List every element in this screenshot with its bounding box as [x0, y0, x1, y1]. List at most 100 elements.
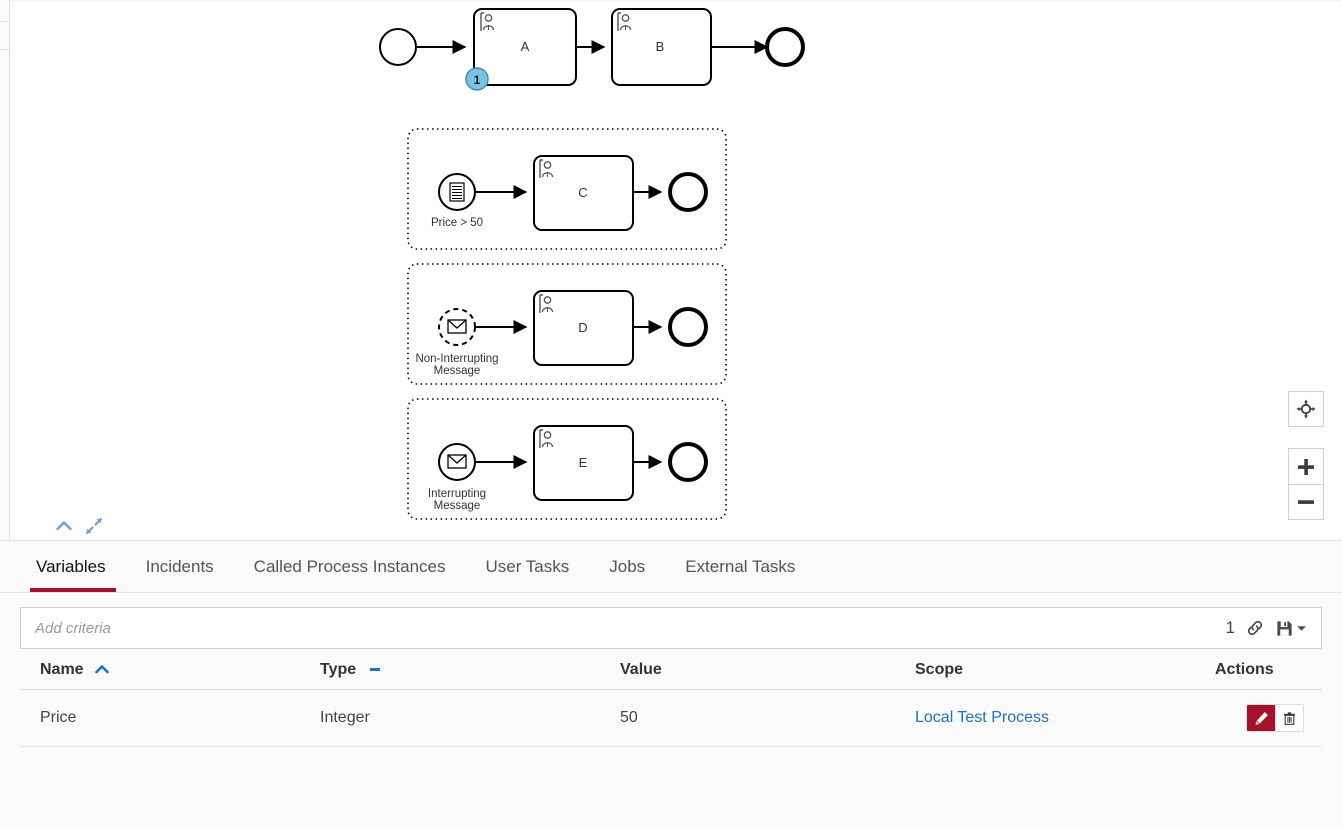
- column-header-actions: Actions: [1215, 661, 1322, 691]
- chain-link-icon: [1247, 620, 1263, 636]
- column-header-value[interactable]: Value: [620, 661, 915, 691]
- task-e-label: E: [579, 455, 588, 470]
- cell-variable-type: Integer: [320, 689, 620, 748]
- task-a-badge-count: 1: [474, 73, 481, 87]
- collapse-panel-button[interactable]: [50, 512, 78, 540]
- pencil-edit-icon: [1255, 711, 1268, 725]
- user-task-icon: [539, 159, 554, 178]
- tab-external-tasks-label: External Tasks: [685, 557, 796, 576]
- user-task-icon: [617, 12, 632, 31]
- scope-link[interactable]: Local Test Process: [915, 709, 1049, 727]
- tab-called-process-instances[interactable]: Called Process Instances: [234, 542, 466, 592]
- tab-user-tasks[interactable]: User Tasks: [466, 542, 590, 592]
- details-panel: Variables Incidents Called Process Insta…: [0, 540, 1342, 827]
- left-rail: [0, 0, 10, 540]
- message-envelope-icon: [447, 319, 467, 334]
- edit-variable-button[interactable]: [1247, 705, 1275, 732]
- copy-link-button[interactable]: [1245, 618, 1265, 638]
- message-start-event-e-label-line2: Message: [434, 500, 481, 512]
- column-header-type[interactable]: Type: [320, 661, 620, 691]
- zoom-out-button[interactable]: [1288, 484, 1324, 520]
- floppy-save-icon: [1277, 620, 1292, 636]
- column-header-scope[interactable]: Scope: [915, 661, 1215, 691]
- cell-row-actions: [1215, 689, 1322, 748]
- reset-zoom-icon: [1296, 399, 1316, 419]
- row-action-group: [1246, 704, 1304, 733]
- zoom-button-group: [1288, 448, 1324, 520]
- start-event[interactable]: [379, 28, 417, 66]
- task-c-label: C: [578, 185, 587, 200]
- zoom-in-button[interactable]: [1288, 448, 1324, 484]
- column-header-value-label: Value: [620, 661, 662, 679]
- user-task-icon: [539, 429, 554, 448]
- bpmn-diagram-canvas[interactable]: A 1 B: [10, 0, 1342, 540]
- task-a-label: A: [521, 39, 530, 54]
- user-task-icon: [539, 294, 554, 313]
- chevron-down-icon: [1297, 625, 1306, 631]
- expand-diagonal-icon: [86, 518, 102, 534]
- diagram-zoom-controls: [1288, 391, 1324, 520]
- column-header-scope-label: Scope: [915, 661, 964, 679]
- message-start-event-d-label-line2: Message: [434, 365, 481, 377]
- tab-called-process-instances-label: Called Process Instances: [253, 557, 446, 576]
- event-subprocess-d[interactable]: Non-Interrupting Message D: [407, 263, 727, 385]
- column-header-type-label: Type: [320, 661, 357, 679]
- end-event-e[interactable]: [668, 442, 708, 482]
- reset-zoom-button[interactable]: [1288, 391, 1324, 427]
- criteria-actions: 1: [1226, 618, 1309, 638]
- end-event[interactable]: [765, 27, 805, 67]
- cell-variable-scope: Local Test Process: [915, 689, 1215, 748]
- tab-incidents[interactable]: Incidents: [126, 542, 234, 592]
- tab-incidents-label: Incidents: [145, 557, 214, 576]
- diagram-panel-controls: [50, 512, 108, 540]
- expand-diagram-button[interactable]: [80, 512, 108, 540]
- trash-delete-icon: [1284, 712, 1295, 725]
- message-start-event-d-label-line1: Non-Interrupting: [415, 353, 498, 365]
- bpmn-diagram-svg: A 1 B: [379, 8, 805, 520]
- left-rail-segment-1: [0, 0, 9, 22]
- cell-variable-value: 50: [620, 689, 915, 748]
- column-header-name-label: Name: [40, 661, 84, 679]
- criteria-search-box[interactable]: 1: [20, 607, 1322, 649]
- conditional-event-icon: [449, 182, 465, 202]
- results-count: 1: [1225, 618, 1235, 637]
- cell-variable-name: Price: [20, 689, 320, 748]
- details-tab-bar: Variables Incidents Called Process Insta…: [0, 541, 1342, 593]
- column-header-actions-label: Actions: [1215, 661, 1274, 679]
- dash-icon: [368, 661, 382, 679]
- tab-external-tasks[interactable]: External Tasks: [665, 542, 815, 592]
- sort-ascending-icon: [95, 661, 109, 679]
- left-rail-segment-2: [0, 22, 9, 50]
- event-subprocess-e[interactable]: Interrupting Message E: [407, 398, 727, 520]
- end-event-c[interactable]: [668, 172, 708, 212]
- tab-jobs-label: Jobs: [609, 557, 646, 576]
- table-row[interactable]: Price Integer 50 Local Test Process: [20, 689, 1322, 748]
- tab-jobs[interactable]: Jobs: [589, 542, 665, 592]
- minus-icon: [1298, 500, 1314, 504]
- message-envelope-icon: [447, 454, 467, 469]
- variables-table: Name Type: [20, 661, 1322, 748]
- tab-variables[interactable]: Variables: [20, 542, 126, 592]
- task-a-instance-badge[interactable]: [465, 67, 489, 91]
- delete-variable-button[interactable]: [1275, 705, 1303, 732]
- end-event-d[interactable]: [668, 307, 708, 347]
- task-d-label: D: [578, 320, 587, 335]
- event-subprocess-c[interactable]: Price > 50 C: [407, 128, 727, 250]
- column-header-name[interactable]: Name: [20, 661, 320, 691]
- user-task-icon: [480, 12, 495, 31]
- task-b-label: B: [656, 39, 665, 54]
- search-input[interactable]: [33, 618, 1226, 638]
- canvas-top-divider: [10, 0, 1342, 1]
- tab-variables-label: Variables: [36, 557, 106, 576]
- message-start-event-e-label-line1: Interrupting: [428, 488, 486, 500]
- variables-table-head: Name Type: [20, 661, 1322, 691]
- variables-table-body: Price Integer 50 Local Test Process: [20, 689, 1322, 748]
- plus-icon: [1298, 458, 1314, 475]
- chevron-up-icon: [56, 521, 72, 531]
- save-search-button[interactable]: [1275, 619, 1307, 638]
- table-header-row: Name Type: [20, 661, 1322, 691]
- main-flow-group: A 1 B: [379, 8, 805, 91]
- conditional-start-event-label: Price > 50: [431, 217, 483, 229]
- tab-user-tasks-label: User Tasks: [485, 557, 570, 576]
